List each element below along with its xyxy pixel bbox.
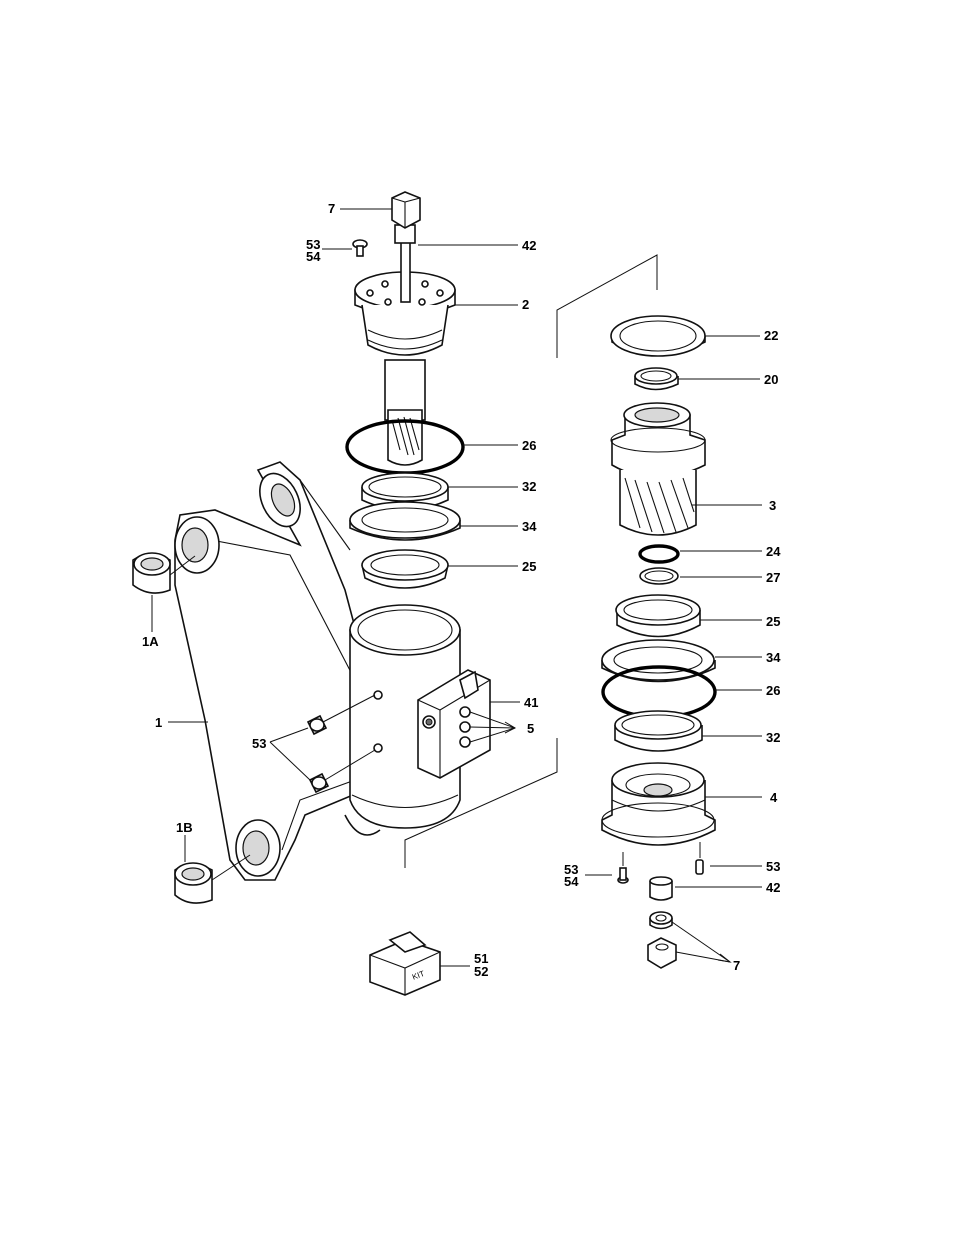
- sleeve-42-bottom: [649, 876, 673, 901]
- label-54-top: 54: [306, 249, 321, 264]
- helical-gear-3: [610, 402, 706, 536]
- label-27: 27: [766, 570, 780, 585]
- valve-block-41: [417, 669, 491, 779]
- bearing-cone-25-left: [361, 549, 449, 589]
- label-53-left: 53: [252, 736, 266, 751]
- o-ring-24: [638, 544, 680, 564]
- label-26-left: 26: [522, 438, 536, 453]
- label-52: 52: [474, 964, 488, 979]
- shim-34-left: [349, 501, 461, 541]
- leader-5-a: [469, 711, 516, 729]
- leader-5-b: [469, 726, 516, 729]
- kit-box-51-52: [369, 931, 470, 996]
- label-25-left: 25: [522, 559, 536, 574]
- label-7-bottom: 7: [733, 958, 740, 973]
- seal-22: [610, 315, 706, 357]
- ring-20: [634, 367, 679, 391]
- bearing-ring-32-right: [614, 710, 703, 752]
- gear-teeth: [624, 477, 695, 534]
- label-53-bottom: 53: [564, 862, 578, 877]
- washer-and-nut-7: [647, 911, 677, 969]
- bushing-1A: [132, 552, 196, 632]
- dowel-pin-53-right: [695, 842, 704, 875]
- arrowhead-5: [504, 721, 517, 734]
- label-42-bottom: 42: [766, 880, 780, 895]
- label-1A: 1A: [142, 634, 159, 649]
- screws-53-housing: [306, 694, 376, 794]
- label-32-right: 32: [766, 730, 780, 745]
- screw-53-54-bottom: [617, 852, 629, 884]
- left-leader-lines: [168, 208, 520, 781]
- label-7-top: 7: [328, 201, 335, 216]
- label-26-right: 26: [766, 683, 780, 698]
- label-22: 22: [764, 328, 778, 343]
- label-41: 41: [524, 695, 538, 710]
- swing-cylinder-housing: [344, 604, 461, 836]
- label-51: 51: [474, 951, 488, 966]
- label-34-right: 34: [766, 650, 781, 665]
- label-24: 24: [766, 544, 781, 559]
- label-54-bottom: 54: [564, 874, 579, 889]
- right-leader-lines: [585, 335, 762, 963]
- label-53-top: 53: [306, 237, 320, 252]
- label-42-top: 42: [522, 238, 536, 253]
- screw-53-54-top: [352, 239, 368, 257]
- label-1: 1: [155, 715, 162, 730]
- label-3: 3: [769, 498, 776, 513]
- label-4: 4: [770, 790, 778, 805]
- bracket-part-1: [174, 461, 366, 881]
- shaft-splines: [391, 416, 420, 456]
- pin-and-cap-part-2: [354, 191, 456, 466]
- kit-box-label: KIT: [411, 969, 426, 982]
- label-2: 2: [522, 297, 529, 312]
- label-34-left: 34: [522, 519, 537, 534]
- bushing-1B: [174, 835, 251, 904]
- leader-5-c: [469, 727, 516, 743]
- group-bracket-lines: [404, 254, 658, 868]
- bottom-cap-4: [601, 762, 716, 846]
- label-53-right: 53: [766, 859, 780, 874]
- label-32-left: 32: [522, 479, 536, 494]
- ring-27: [639, 567, 679, 585]
- label-5: 5: [527, 721, 534, 736]
- bearing-cone-25-right: [615, 594, 701, 638]
- label-1B: 1B: [176, 820, 193, 835]
- label-20: 20: [764, 372, 778, 387]
- label-25-right: 25: [766, 614, 780, 629]
